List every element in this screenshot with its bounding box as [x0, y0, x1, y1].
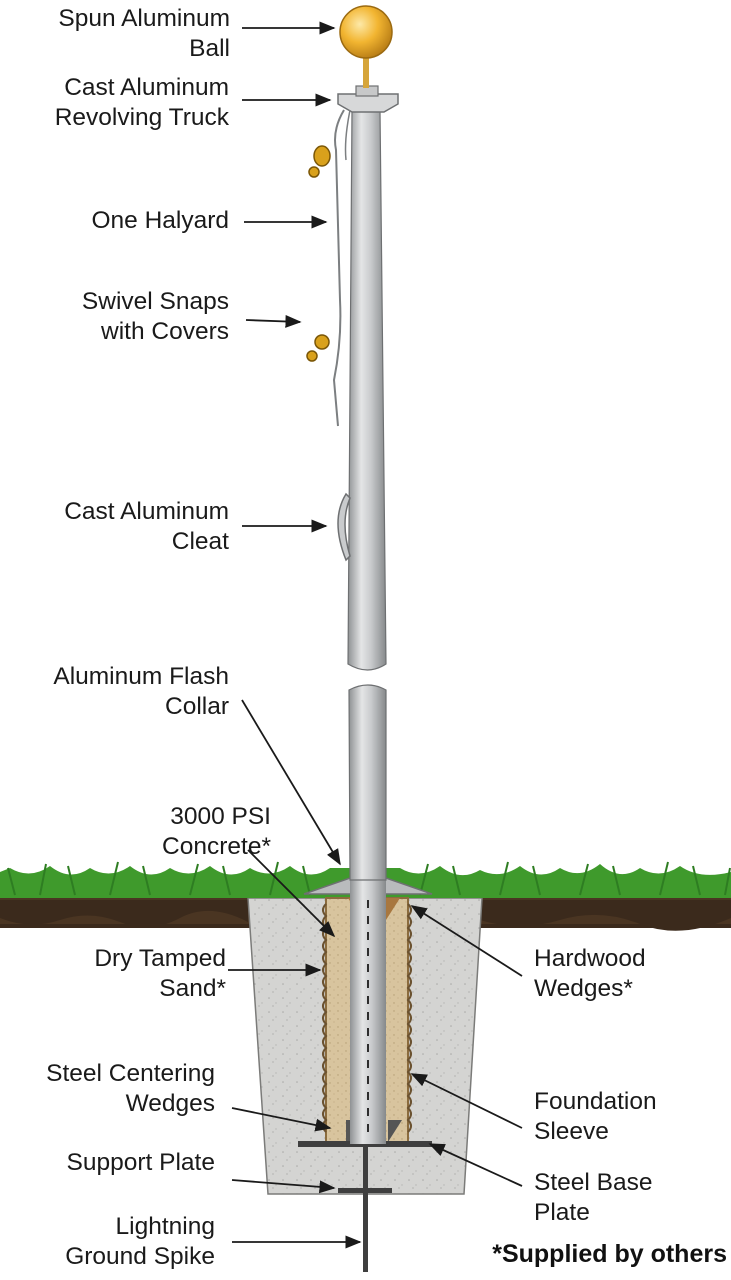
label-truck-line1: Cast Aluminum [64, 74, 229, 101]
label-hardwood: Hardwood Wedges* [534, 944, 646, 1004]
label-cleat-line2: Cleat [171, 528, 229, 555]
label-sand-line1: Dry Tamped [94, 945, 226, 972]
label-cleat: Cast Aluminum Cleat [64, 497, 229, 557]
label-spike: Lightning Ground Spike [65, 1212, 215, 1272]
leader-lines [228, 21, 523, 1249]
pole-upper [347, 109, 387, 671]
label-ball-line2: Ball [189, 35, 230, 62]
label-concrete-line2: Concrete* [162, 833, 271, 860]
label-spike-line1: Lightning [115, 1213, 215, 1240]
pole-lower [348, 684, 387, 881]
label-concrete-line1: 3000 PSI [170, 803, 271, 830]
label-hardwood-line1: Hardwood [534, 945, 646, 972]
label-collar-line2: Collar [165, 693, 229, 720]
label-collar-line1: Aluminum Flash [53, 663, 229, 690]
label-halyard-line1: One Halyard [91, 207, 229, 234]
ball [339, 5, 393, 59]
label-truck-line2: Revolving Truck [54, 104, 229, 131]
label-concrete: 3000 PSI Concrete* [162, 802, 271, 862]
cleat [337, 492, 351, 562]
centering-wedge [388, 1120, 402, 1142]
label-ball-line1: Spun Aluminum [58, 5, 230, 32]
label-sleeve: Foundation Sleeve [534, 1087, 657, 1147]
label-centering: Steel Centering Wedges [46, 1059, 215, 1119]
label-base-plate: Steel Base Plate [534, 1168, 653, 1228]
label-base-plate-line2: Plate [534, 1199, 590, 1226]
revolving-truck [337, 93, 399, 113]
label-sleeve-line1: Foundation [534, 1088, 657, 1115]
label-centering-line1: Steel Centering [46, 1060, 215, 1087]
label-base-plate-line1: Steel Base [534, 1169, 653, 1196]
label-ball: Spun Aluminum Ball [58, 4, 230, 64]
ground-spike [363, 1146, 368, 1272]
hardwood-wedge [386, 898, 400, 920]
label-collar: Aluminum Flash Collar [53, 662, 229, 722]
label-halyard: One Halyard [91, 206, 229, 236]
halyard [332, 109, 345, 427]
label-spike-line2: Ground Spike [65, 1243, 215, 1270]
label-cleat-line1: Cast Aluminum [64, 498, 229, 525]
label-snaps-line1: Swivel Snaps [81, 288, 229, 315]
label-sand: Dry Tamped Sand* [94, 944, 226, 1004]
label-hardwood-line2: Wedges* [534, 975, 633, 1002]
label-sleeve-line2: Sleeve [534, 1118, 609, 1145]
label-centering-line2: Wedges [125, 1090, 215, 1117]
label-truck: Cast Aluminum Revolving Truck [55, 73, 229, 133]
label-sand-line2: Sand* [159, 975, 226, 1002]
label-snaps-line2: with Covers [101, 318, 229, 345]
label-snaps: Swivel Snaps with Covers [82, 287, 229, 347]
swivel-snap [306, 145, 331, 362]
label-support-plate: Support Plate [67, 1148, 215, 1178]
footnote: *Supplied by others [492, 1240, 727, 1268]
label-support-plate-line1: Support Plate [66, 1149, 215, 1176]
